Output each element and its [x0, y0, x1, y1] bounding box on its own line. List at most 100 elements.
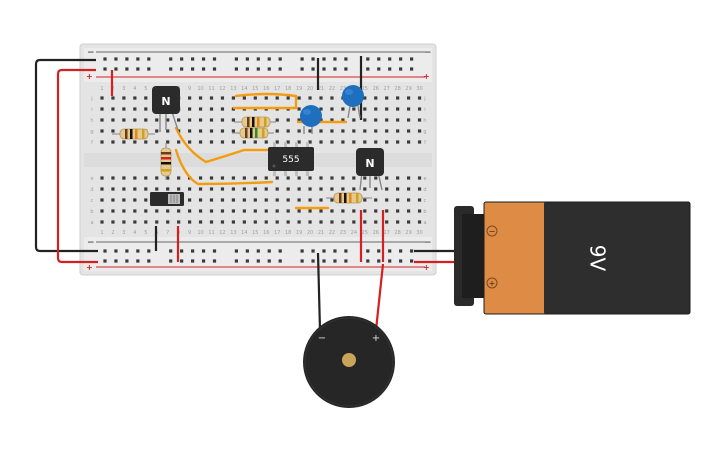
breadboard-hole[interactable]	[166, 209, 170, 213]
breadboard-hole[interactable]	[286, 129, 290, 133]
breadboard-hole[interactable]	[209, 118, 214, 122]
breadboard-hole[interactable]	[417, 96, 422, 100]
breadboard-hole[interactable]	[352, 140, 356, 144]
breadboard-hole[interactable]	[407, 129, 411, 133]
breadboard-hole[interactable]	[209, 129, 214, 133]
breadboard-hole[interactable]	[144, 198, 148, 202]
breadboard-hole[interactable]	[209, 187, 214, 191]
breadboard-hole[interactable]	[100, 187, 104, 191]
breadboard-hole[interactable]	[166, 187, 170, 191]
resistor[interactable]	[160, 143, 172, 180]
breadboard-hole[interactable]	[330, 107, 334, 111]
breadboard-hole[interactable]	[308, 220, 312, 224]
breadboard-hole[interactable]	[264, 176, 268, 180]
breadboard-hole[interactable]	[144, 107, 148, 111]
breadboard-hole[interactable]	[417, 176, 422, 180]
breadboard-hole[interactable]	[308, 198, 312, 202]
breadboard-hole[interactable]	[111, 176, 115, 180]
breadboard-hole[interactable]	[253, 198, 257, 202]
breadboard-hole[interactable]	[144, 187, 148, 191]
breadboard-hole[interactable]	[275, 220, 279, 224]
breadboard-hole[interactable]	[297, 220, 301, 224]
breadboard-hole[interactable]	[396, 140, 400, 144]
breadboard-hole[interactable]	[363, 209, 367, 213]
breadboard-hole[interactable]	[264, 220, 268, 224]
breadboard-hole[interactable]	[297, 140, 301, 144]
breadboard-hole[interactable]	[242, 187, 246, 191]
breadboard-hole[interactable]	[267, 67, 271, 71]
breadboard-hole[interactable]	[122, 209, 126, 213]
breadboard-hole[interactable]	[253, 187, 257, 191]
breadboard-hole[interactable]	[366, 259, 370, 263]
breadboard-hole[interactable]	[330, 140, 334, 144]
breadboard-hole[interactable]	[100, 220, 104, 224]
breadboard-hole[interactable]	[180, 249, 184, 253]
breadboard-hole[interactable]	[374, 118, 378, 122]
ic-555[interactable]: 555	[268, 142, 314, 176]
breadboard-hole[interactable]	[144, 176, 148, 180]
breadboard-hole[interactable]	[388, 259, 392, 263]
breadboard-hole[interactable]	[341, 220, 345, 224]
breadboard-hole[interactable]	[319, 176, 323, 180]
breadboard-hole[interactable]	[377, 67, 381, 71]
breadboard-hole[interactable]	[136, 57, 140, 61]
breadboard-hole[interactable]	[385, 129, 389, 133]
breadboard-hole[interactable]	[286, 96, 290, 100]
breadboard-hole[interactable]	[330, 209, 334, 213]
wire-black-left-loop[interactable]	[34, 58, 98, 253]
breadboard-hole[interactable]	[319, 140, 323, 144]
breadboard-hole[interactable]	[396, 176, 400, 180]
breadboard-hole[interactable]	[133, 96, 137, 100]
breadboard-hole[interactable]	[396, 96, 400, 100]
breadboard-hole[interactable]	[256, 249, 260, 253]
breadboard-hole[interactable]	[374, 96, 378, 100]
breadboard-hole[interactable]	[111, 198, 115, 202]
breadboard-hole[interactable]	[366, 57, 370, 61]
breadboard-hole[interactable]	[231, 129, 235, 133]
breadboard-hole[interactable]	[275, 187, 279, 191]
breadboard-hole[interactable]	[169, 57, 173, 61]
breadboard-hole[interactable]	[352, 187, 356, 191]
breadboard-hole[interactable]	[275, 118, 279, 122]
breadboard-hole[interactable]	[242, 198, 246, 202]
breadboard-hole[interactable]	[264, 198, 268, 202]
breadboard-hole[interactable]	[209, 176, 214, 180]
breadboard-hole[interactable]	[399, 67, 403, 71]
breadboard-hole[interactable]	[396, 107, 400, 111]
breadboard-hole[interactable]	[166, 129, 170, 133]
breadboard-hole[interactable]	[410, 67, 414, 71]
breadboard-hole[interactable]	[231, 187, 235, 191]
breadboard-hole[interactable]	[363, 176, 367, 180]
breadboard-hole[interactable]	[278, 67, 282, 71]
breadboard-hole[interactable]	[188, 209, 192, 213]
breadboard-hole[interactable]	[155, 220, 159, 224]
breadboard-hole[interactable]	[198, 176, 203, 180]
breadboard-hole[interactable]	[188, 96, 192, 100]
breadboard-hole[interactable]	[122, 198, 126, 202]
breadboard-hole[interactable]	[300, 67, 304, 71]
breadboard-hole[interactable]	[396, 187, 400, 191]
breadboard-hole[interactable]	[333, 57, 337, 61]
wire-orange[interactable]	[174, 148, 274, 186]
breadboard-hole[interactable]	[352, 129, 356, 133]
capacitor[interactable]	[300, 105, 322, 134]
breadboard-hole[interactable]	[155, 129, 159, 133]
breadboard-hole[interactable]	[234, 259, 238, 263]
breadboard-hole[interactable]	[385, 118, 389, 122]
breadboard-hole[interactable]	[220, 220, 225, 224]
breadboard-hole[interactable]	[311, 57, 315, 61]
breadboard-hole[interactable]	[166, 176, 170, 180]
breadboard-hole[interactable]	[111, 107, 115, 111]
breadboard-hole[interactable]	[417, 107, 422, 111]
breadboard-hole[interactable]	[297, 118, 301, 122]
breadboard-hole[interactable]	[278, 249, 282, 253]
breadboard-hole[interactable]	[396, 118, 400, 122]
breadboard-hole[interactable]	[330, 176, 334, 180]
breadboard-hole[interactable]	[177, 209, 181, 213]
breadboard-hole[interactable]	[275, 96, 279, 100]
breadboard-hole[interactable]	[114, 67, 118, 71]
breadboard-hole[interactable]	[188, 198, 192, 202]
breadboard-hole[interactable]	[122, 220, 126, 224]
breadboard-hole[interactable]	[245, 67, 249, 71]
breadboard-hole[interactable]	[322, 259, 326, 263]
